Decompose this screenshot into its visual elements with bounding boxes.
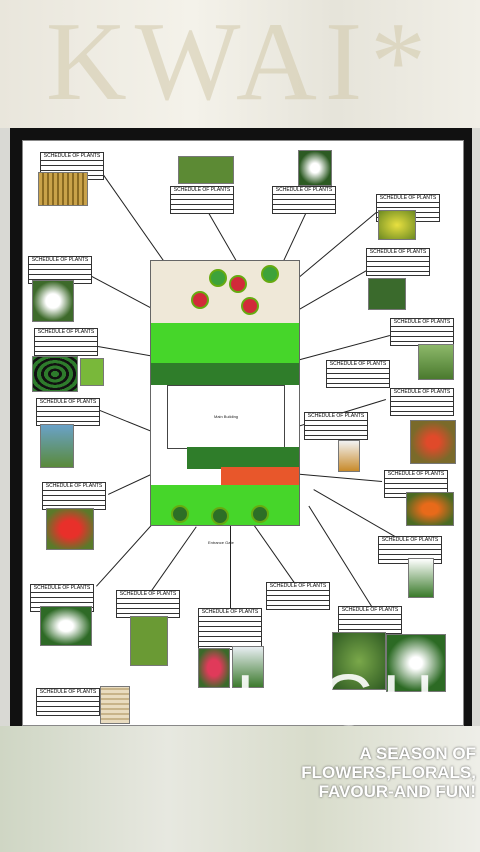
front-lawn	[151, 323, 299, 363]
plant-table: SCHEDULE OF PLANTS	[36, 398, 100, 426]
potted-palm-photo	[338, 440, 360, 472]
bougainvillea-photo	[198, 648, 230, 688]
main-building: Main Building	[167, 385, 285, 449]
yellow-shrub-photo	[378, 210, 416, 240]
leader-line	[230, 522, 231, 610]
plant-table: SCHEDULE OF PLANTS	[272, 186, 336, 214]
tree-symbol	[171, 505, 189, 523]
tagline-line-1: A SEASON OF	[359, 744, 477, 763]
groundcover-photo	[368, 278, 406, 310]
tree-symbol	[191, 291, 209, 309]
cactus-photo	[40, 424, 74, 468]
cypress-photo	[232, 646, 264, 688]
tree-symbol	[251, 505, 269, 523]
bottom-blurred-band	[0, 726, 480, 852]
top-blurred-band: KWAI*	[0, 0, 480, 128]
tree-symbol	[211, 507, 229, 525]
tree-symbol	[229, 275, 247, 293]
plant-table: SCHEDULE OF PLANTS	[304, 412, 368, 440]
plant-table: SCHEDULE OF PLANTS	[34, 328, 98, 356]
site-plan: Main Building	[150, 260, 300, 526]
plant-table: SCHEDULE OF PLANTS	[366, 248, 430, 276]
stone-texture-photo	[100, 686, 130, 724]
tagline-line-3: FAVOUR-AND FUN!	[318, 782, 476, 801]
palm-photo	[418, 344, 454, 380]
building-label: Main Building	[214, 414, 239, 419]
plant-table: SCHEDULE OF PLANTS	[42, 482, 106, 510]
flower-bed	[221, 467, 299, 485]
plant-table: SCHEDULE OF PLANTS	[198, 608, 262, 650]
tree-symbol	[209, 269, 227, 287]
white-flower-photo	[32, 280, 74, 322]
plant-table: SCHEDULE OF PLANTS	[40, 152, 104, 180]
tree-symbol	[241, 297, 259, 315]
palm-tree-photo	[332, 632, 386, 690]
entry-label: Entrance Gate	[208, 540, 234, 545]
lily-photo	[408, 558, 434, 598]
plant-table: SCHEDULE OF PLANTS	[116, 590, 180, 618]
succulent-grid-photo	[32, 356, 78, 392]
marigold-photo	[406, 492, 454, 526]
plant-table: SCHEDULE OF PLANTS	[326, 360, 390, 388]
plant-table: SCHEDULE OF PLANTS	[384, 470, 448, 498]
plant-table: SCHEDULE OF PLANTS	[36, 688, 100, 716]
plant-table: SCHEDULE OF PLANTS	[170, 186, 234, 214]
plant-table: SCHEDULE OF PLANTS	[338, 606, 402, 634]
bamboo-photo	[38, 172, 88, 206]
shrub-photo	[178, 156, 234, 184]
orange-bloom-photo	[410, 420, 456, 464]
fern-photo	[80, 358, 104, 386]
peace-lily-photo	[386, 634, 446, 692]
croton-photo	[130, 616, 168, 666]
hedge-row	[151, 363, 299, 385]
gardenia-photo	[40, 606, 92, 646]
red-flower-photo	[46, 508, 94, 550]
overlay-tagline: A SEASON OF FLOWERS,FLORALS, FAVOUR-AND …	[280, 744, 476, 801]
plant-table: SCHEDULE OF PLANTS	[390, 388, 454, 416]
plant-table: SCHEDULE OF PLANTS	[390, 318, 454, 346]
tree-symbol	[261, 265, 279, 283]
plant-table: SCHEDULE OF PLANTS	[266, 582, 330, 610]
jasmine-photo	[298, 150, 332, 186]
hedge-row	[187, 447, 299, 469]
brand-watermark: KWAI*	[45, 0, 435, 124]
tagline-line-2: FLOWERS,FLORALS,	[301, 763, 476, 782]
